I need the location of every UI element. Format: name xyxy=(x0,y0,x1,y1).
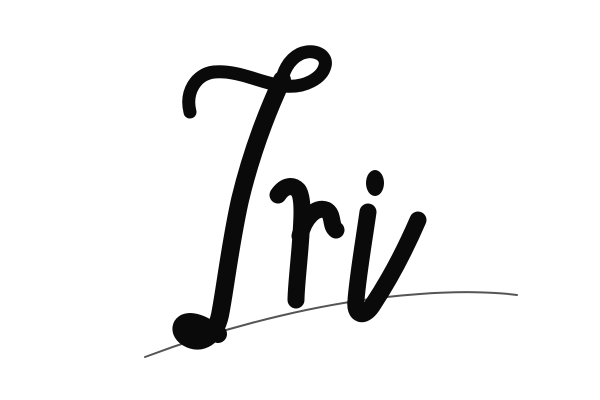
letter-r xyxy=(269,178,345,309)
letter-t-crossbar xyxy=(182,45,332,119)
letter-t-stem xyxy=(172,71,291,350)
letter-i-stem xyxy=(347,203,427,323)
letter-i-dot xyxy=(366,170,384,196)
